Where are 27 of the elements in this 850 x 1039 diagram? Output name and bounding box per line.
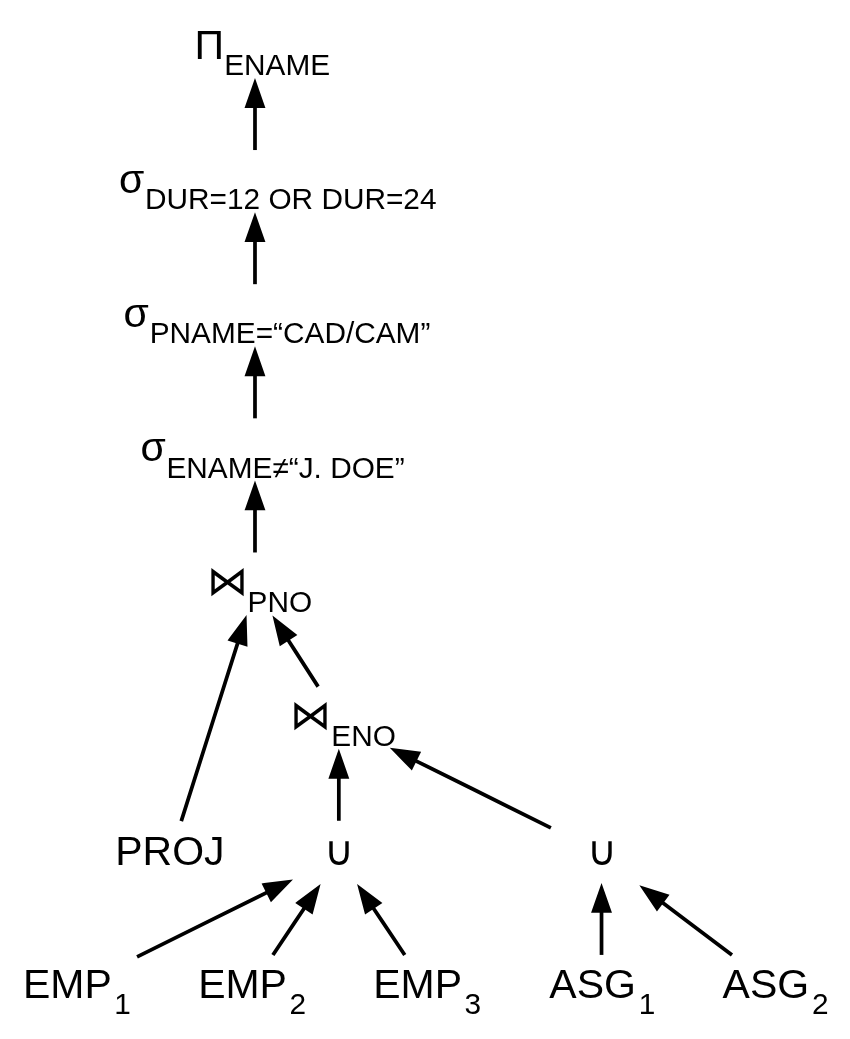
arrow: [244, 212, 266, 285]
arrow: [271, 883, 321, 956]
arrow: [357, 883, 407, 956]
arrow: [389, 747, 552, 830]
node-text: ⋈$_{PNO}$: [206, 558, 313, 618]
node-text: ASG$_{2}$: [722, 960, 829, 1021]
node-text: σ$_{ENAME≠“J. DOE”}$: [140, 424, 405, 484]
node-text: PROJ: [115, 828, 225, 875]
node-text: Π$_{ENAME}$: [194, 21, 331, 82]
arrow: [244, 78, 266, 151]
node-text: ∪: [323, 828, 354, 875]
arrow: [272, 615, 320, 688]
node-text: ⋈$_{ENO}$: [290, 692, 396, 752]
node-text: ASG$_{1}$: [549, 960, 656, 1021]
node-text: EMP$_{2}$: [198, 960, 307, 1021]
node-text: EMP$_{1}$: [23, 960, 131, 1021]
node-text: ∪: [586, 828, 617, 875]
node-text: σ$_{PNAME=“CAD/CAM”}$: [123, 289, 431, 350]
node-text: σ$_{DUR=12 OR DUR=24}$: [118, 155, 437, 216]
arrow: [328, 748, 350, 821]
arrow: [244, 480, 266, 553]
arrow: [591, 882, 612, 955]
node-text: EMP$_{3}$: [373, 960, 482, 1021]
arrow: [639, 885, 734, 957]
arrow: [244, 346, 266, 419]
arrow: [179, 615, 248, 822]
arrow: [136, 879, 293, 959]
